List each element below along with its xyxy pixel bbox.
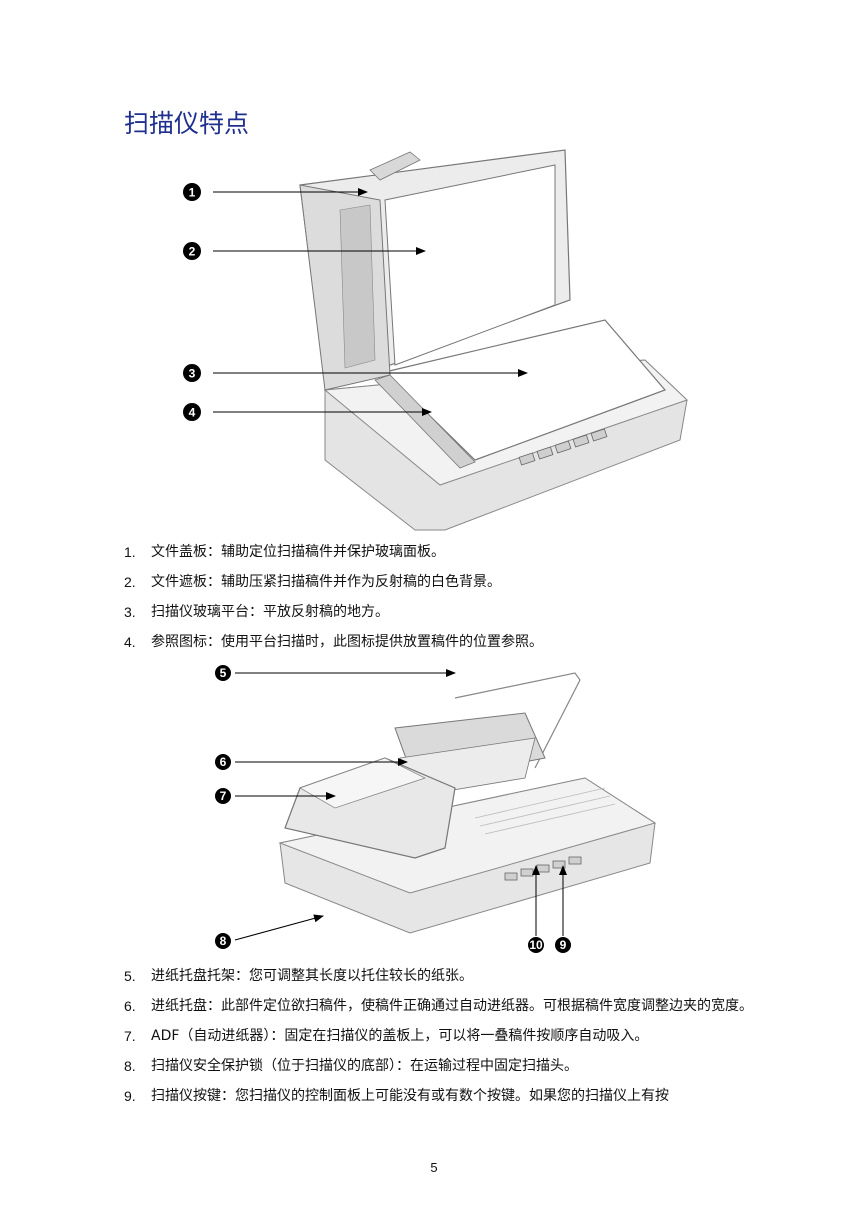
list-item: 1.文件盖板：辅助定位扫描稿件并保护玻璃面板。 — [124, 544, 445, 560]
callout-4: 4 — [183, 403, 432, 421]
callout-9: 9 — [555, 865, 571, 953]
feature-list-1: 1.文件盖板：辅助定位扫描稿件并保护玻璃面板。 2.文件遮板：辅助压紧扫描稿件并… — [124, 542, 764, 653]
svg-text:7: 7 — [220, 789, 227, 803]
svg-text:2: 2 — [189, 245, 196, 259]
flatbed-scanner-figure: 1 2 3 4 — [175, 140, 690, 532]
adf-scanner-figure: 5 6 7 8 10 9 — [205, 658, 660, 958]
callout-5: 5 — [215, 665, 456, 681]
page-number: 5 — [430, 1160, 438, 1175]
svg-text:8: 8 — [220, 934, 227, 948]
list-item: 3.扫描仪玻璃平台：平放反射稿的地方。 — [124, 604, 389, 620]
list-item: 4.参照图标：使用平台扫描时，此图标提供放置稿件的位置参照。 — [124, 634, 543, 650]
svg-text:4: 4 — [189, 406, 196, 420]
list-item: 9.扫描仪按键：您扫描仪的控制面板上可能没有或有数个按键。如果您的扫描仪上有按 — [124, 1088, 669, 1104]
callout-6: 6 — [215, 754, 408, 770]
list-item: 5.进纸托盘托架：您可调整其长度以托住较长的纸张。 — [124, 968, 473, 984]
feature-list-2: 5.进纸托盘托架：您可调整其长度以托住较长的纸张。 6.进纸托盘：此部件定位欲扫… — [124, 966, 764, 1107]
callout-1: 1 — [183, 183, 368, 201]
callout-7: 7 — [215, 788, 336, 804]
svg-text:10: 10 — [529, 938, 543, 952]
svg-text:5: 5 — [220, 666, 227, 680]
list-item: 7.ADF（自动进纸器）：固定在扫描仪的盖板上，可以将一叠稿件按顺序自动吸入。 — [124, 1028, 649, 1044]
callout-8: 8 — [215, 914, 324, 949]
svg-text:9: 9 — [560, 938, 567, 952]
list-item: 8.扫描仪安全保护锁（位于扫描仪的底部）：在运输过程中固定扫描头。 — [124, 1058, 578, 1074]
svg-text:6: 6 — [220, 755, 227, 769]
callout-3: 3 — [183, 364, 528, 382]
list-item: 2.文件遮板：辅助压紧扫描稿件并作为反射稿的白色背景。 — [124, 574, 501, 590]
list-item: 6.进纸托盘：此部件定位欲扫稿件，使稿件正确通过自动进纸器。可根据稿件宽度调整边… — [124, 998, 753, 1014]
callout-10: 10 — [528, 865, 544, 953]
callout-2: 2 — [183, 242, 426, 260]
svg-text:1: 1 — [189, 186, 196, 200]
page-title: 扫描仪特点 — [124, 109, 250, 138]
svg-text:3: 3 — [189, 367, 196, 381]
